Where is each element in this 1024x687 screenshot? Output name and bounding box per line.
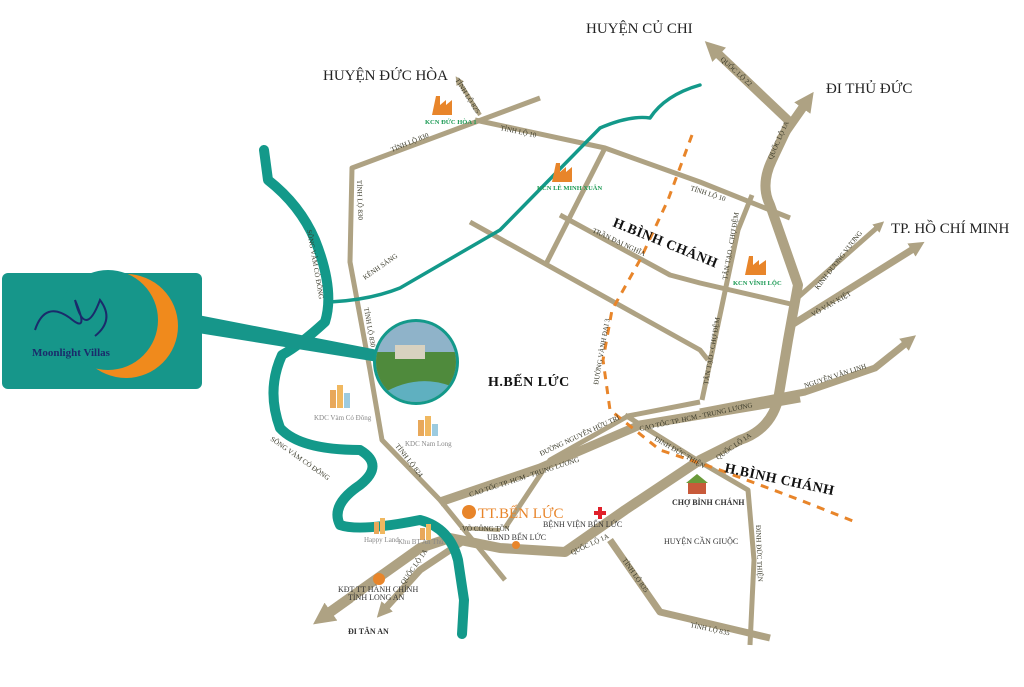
label-kenh-sang: KÊNH SÁNG [362, 252, 400, 282]
benh-vien-label: BỆNH VIỆN BẾN LỨC [543, 519, 622, 529]
panel-connector [198, 315, 378, 362]
dest-duc-hoa: HUYỆN ĐỨC HÒA [323, 67, 448, 84]
kdt-label-line2: TỈNH LONG AN [348, 592, 405, 602]
khu-bt-an-thu: Khu BT An Thủ [398, 524, 444, 546]
road-kinh-duong-vuong [793, 221, 885, 302]
buildings-icon [418, 416, 438, 436]
factory-icon [745, 256, 766, 275]
label-dinh-duc-thien-1: ĐINH ĐỨC THIỆN [653, 435, 706, 470]
ubnd-marker [512, 541, 520, 549]
label-vo-cong-ton: VÕ CÔNG TỒN [462, 525, 510, 533]
label-cao-toc-1: CAO TỐC TP. HCM - TRUNG LƯƠNG [468, 456, 580, 499]
road-network [313, 41, 925, 646]
kcn-le-minh-xuan-label: KCN LÊ MINH XUÂN [537, 184, 602, 192]
market-icon [686, 474, 708, 494]
region-ben-luc: H.BẾN LỨC [488, 373, 570, 390]
label-vanh-dai-3: ĐƯỜNG VÀNH ĐAI 3 [592, 318, 612, 386]
road-tl10 [474, 117, 791, 221]
happy-land: Happy Land [364, 518, 399, 544]
road-diagonal [468, 219, 710, 362]
kdc-nam-long-label: KDC Nam Long [405, 440, 452, 448]
kdt-marker [373, 573, 385, 585]
road-ql1a-west-arrow [313, 593, 353, 625]
road-connector [542, 146, 608, 268]
buildings-icon [420, 524, 431, 540]
moon-logo-icon [34, 270, 178, 378]
dest-thu-duc: ĐI THỦ ĐỨC [826, 80, 912, 97]
label-tl830-b: TỈNH LỘ 830 [355, 180, 364, 221]
label-tan-tao-2: TÂN TẠO - CHỢ ĐỆM [702, 316, 722, 385]
road-vo-van-kiet [788, 241, 925, 329]
road-vo-cong-ton [459, 526, 501, 532]
happy-land-label: Happy Land [364, 536, 399, 544]
dest-cu-chi: HUYỆN CỦ CHI [586, 20, 693, 37]
buildings-icon [330, 385, 350, 408]
road-tl835 [607, 538, 771, 642]
river-kenh-sang [328, 83, 702, 304]
kdc-vam-co-label: KDC Vàm Cỏ Đông [314, 414, 372, 422]
kcn-vinh-loc: KCN VĨNH LỘC [733, 256, 782, 287]
label-tl825: TỈNH LỘ 825 [453, 77, 481, 116]
kcn-duc-hoa: KCN ĐỨC HÒA 1 [425, 96, 477, 126]
dest-tan-an: ĐI TÂN AN [348, 626, 389, 636]
cho-binh-chanh-label: CHỢ BÌNH CHÁNH [672, 497, 745, 507]
kdc-nam-long: KDC Nam Long [405, 416, 452, 448]
label-dinh-duc-thien-2: ĐINH ĐỨC THIỆN [754, 525, 764, 582]
road-tran-dai-nghia [558, 212, 796, 308]
kcn-vinh-loc-label: KCN VĨNH LỘC [733, 279, 782, 287]
kcn-duc-hoa-label: KCN ĐỨC HÒA 1 [425, 118, 477, 126]
label-vo-van-kiet: VÕ VĂN KIỆT [810, 289, 853, 319]
road-dinh-duc-thien [623, 412, 757, 646]
khu-bt-an-thu-label: Khu BT An Thủ [398, 538, 444, 546]
tt-ben-luc-label: TT.BẾN LỨC [478, 505, 564, 522]
road-tl825 [455, 76, 482, 117]
factory-icon [552, 163, 572, 182]
road-nguyen-van-linh [699, 335, 917, 416]
region-can-giuoc: HUYỆN CẦN GIUỘC [664, 536, 738, 546]
rivers [259, 83, 702, 639]
ubnd-label: UBND BẾN LỨC [487, 532, 546, 542]
tt-ben-luc-marker [462, 505, 476, 519]
kdt-label-line1: KĐT TT HÀNH CHÍNH [338, 584, 418, 594]
kdc-vam-co: KDC Vàm Cỏ Đông [314, 385, 372, 422]
buildings-icon [374, 518, 385, 534]
label-ql22: QUỐC LỘ 22 [719, 56, 754, 89]
dest-hcm: TP. HỒ CHÍ MINH [891, 219, 1010, 237]
river-vam-co-dong [259, 145, 469, 639]
road-nguyen-huu-tri [502, 399, 701, 530]
brand-panel: Moonlight Villas [2, 270, 378, 389]
label-tl10-a: TỈNH LỘ 10 [500, 124, 538, 140]
label-tl835-a: TỈNH LỘ 835 [620, 557, 650, 595]
kcn-le-minh-xuan: KCN LÊ MINH XUÂN [537, 163, 602, 192]
road-ql22 [704, 41, 794, 126]
factory-icon [432, 96, 452, 115]
hospital-icon [594, 507, 606, 519]
label-cao-toc-2: CAO TỐC TP. HCM - TRUNG LƯƠNG [639, 401, 753, 433]
project-photo [373, 319, 459, 405]
brand-name: Moonlight Villas [32, 347, 111, 359]
road-tan-tao [699, 194, 755, 401]
